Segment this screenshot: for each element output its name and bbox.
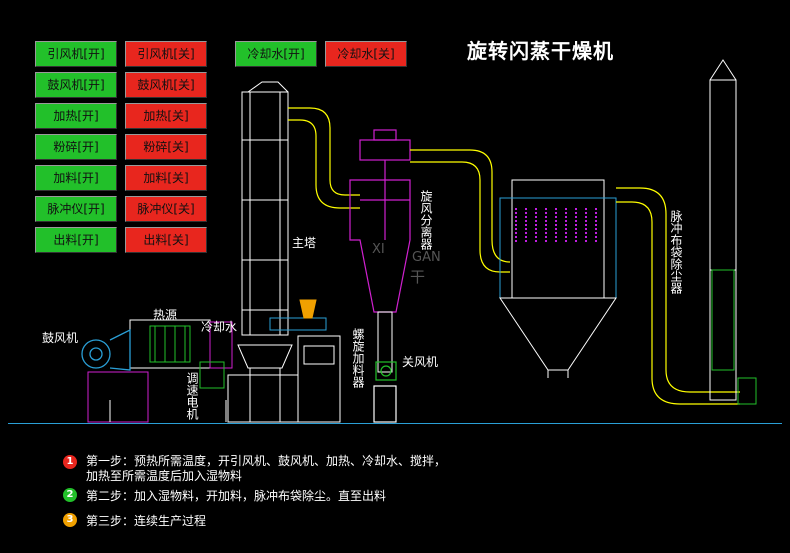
chimney: [709, 59, 737, 401]
blower-unit: [81, 328, 131, 371]
cyclone-label: 旋风分离器: [419, 190, 433, 250]
step-1-text: 第一步：预热所需温度，开引风机、鼓风机、加热、冷却水、搅拌，: [86, 454, 447, 468]
cooling-water-on-button[interactable]: 冷却水[开]: [235, 41, 317, 67]
air-lock-valve: [373, 361, 397, 423]
cooling-water-label: 冷却水: [201, 320, 238, 334]
blower-off-button[interactable]: 鼓风机[关]: [125, 72, 207, 98]
watermark-text: 干: [410, 268, 426, 286]
blower-label: 鼓风机: [42, 331, 79, 345]
crushing-on-button[interactable]: 粉碎[开]: [35, 134, 117, 160]
duct-tower-cyclone: [288, 107, 360, 209]
step-1-text-cont: 加热至所需温度后加入湿物料: [86, 469, 243, 483]
heat-source-label: 热源: [153, 308, 178, 322]
step-3-text: 第三步：连续生产过程: [86, 514, 207, 528]
main-tower-label: 主塔: [292, 236, 317, 250]
main-tower: [241, 81, 289, 336]
cyclone-separator: [349, 129, 411, 313]
air-lock-label: 关风机: [402, 355, 439, 369]
feeding-on-button[interactable]: 加料[开]: [35, 165, 117, 191]
feeding-off-button[interactable]: 加料[关]: [125, 165, 207, 191]
discharge-off-button[interactable]: 出料[关]: [125, 227, 207, 253]
heat-source: [129, 319, 211, 369]
induced-fan-off-button[interactable]: 引风机[关]: [125, 41, 207, 67]
pulse-on-button[interactable]: 脉冲仪[开]: [35, 196, 117, 222]
step-1-marker: 1: [63, 455, 77, 469]
screw-feeder: [269, 299, 341, 423]
step-2-marker: 2: [63, 488, 77, 502]
induced-fan-on-button[interactable]: 引风机[开]: [35, 41, 117, 67]
watermark-text: XI: [372, 242, 385, 257]
step-3-marker: 3: [63, 513, 77, 527]
speed-motor-label: 调速电机: [185, 372, 199, 420]
blower-on-button[interactable]: 鼓风机[开]: [35, 72, 117, 98]
duct-bag-chimney: [616, 187, 740, 405]
screw-feeder-label: 螺旋加料器: [351, 328, 365, 388]
crushing-off-button[interactable]: 粉碎[关]: [125, 134, 207, 160]
pulse-off-button[interactable]: 脉冲仪[关]: [125, 196, 207, 222]
ground-line: [8, 423, 782, 424]
discharge-on-button[interactable]: 出料[开]: [35, 227, 117, 253]
heating-on-button[interactable]: 加热[开]: [35, 103, 117, 129]
speed-motor: [199, 344, 299, 423]
step-2-text: 第二步：加入湿物料，开加料，脉冲布袋除尘。直至出料: [86, 489, 387, 503]
page-title: 旋转闪蒸干燥机: [467, 39, 614, 63]
filter-bags: [515, 208, 597, 242]
heating-off-button[interactable]: 加热[关]: [125, 103, 207, 129]
cooling-water-off-button[interactable]: 冷却水[关]: [325, 41, 407, 67]
bag-filter-label: 脉冲布袋除尘器: [669, 210, 683, 294]
watermark-text: GAN: [412, 250, 441, 265]
bag-filter: [499, 179, 617, 378]
